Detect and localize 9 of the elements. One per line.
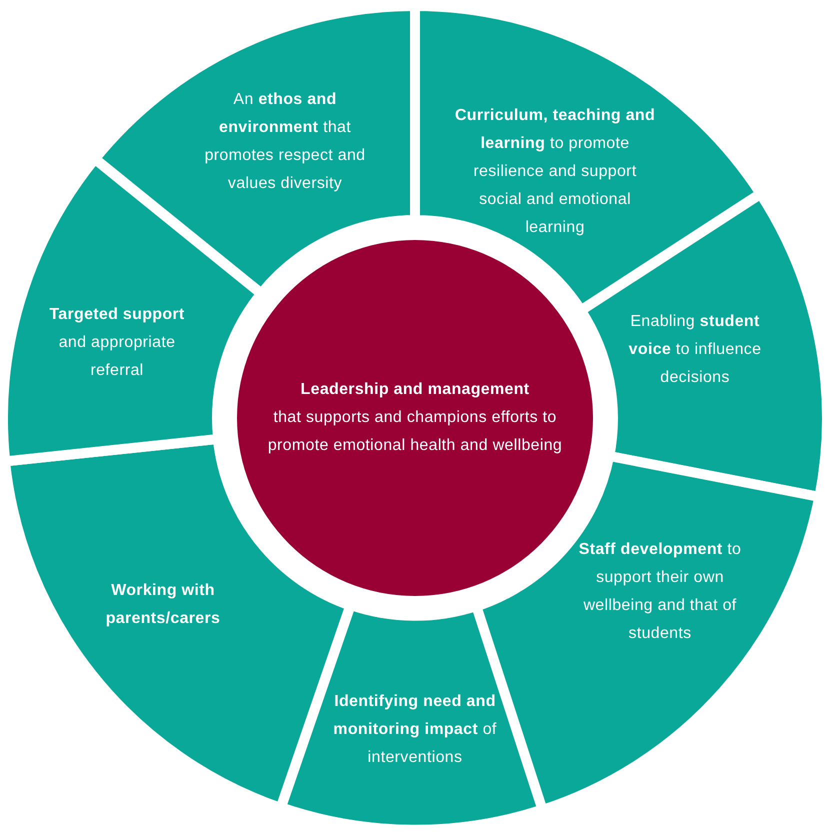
segment-text: Curriculum, teaching and learning to promote resilience and support social and emotional learning	[454, 106, 656, 238]
segment-text: Staff development to support their own wellbeing and that of students	[578, 540, 742, 644]
segment-text: Targeted support and appropriate referral	[48, 304, 186, 381]
segment-text: Working with parents/carers	[104, 580, 222, 629]
body-text: that supports and champions efforts to promote emotional health and wellbeing	[266, 408, 564, 456]
segment-text: Identifying need and monitoring impact of interventions	[332, 692, 498, 768]
segment-text: Enabling student voice to influence decisions	[628, 312, 762, 388]
heading-text: Leadership and management	[300, 380, 530, 400]
segment-text: An ethos and environment that promotes respect and values diversity	[204, 90, 366, 194]
